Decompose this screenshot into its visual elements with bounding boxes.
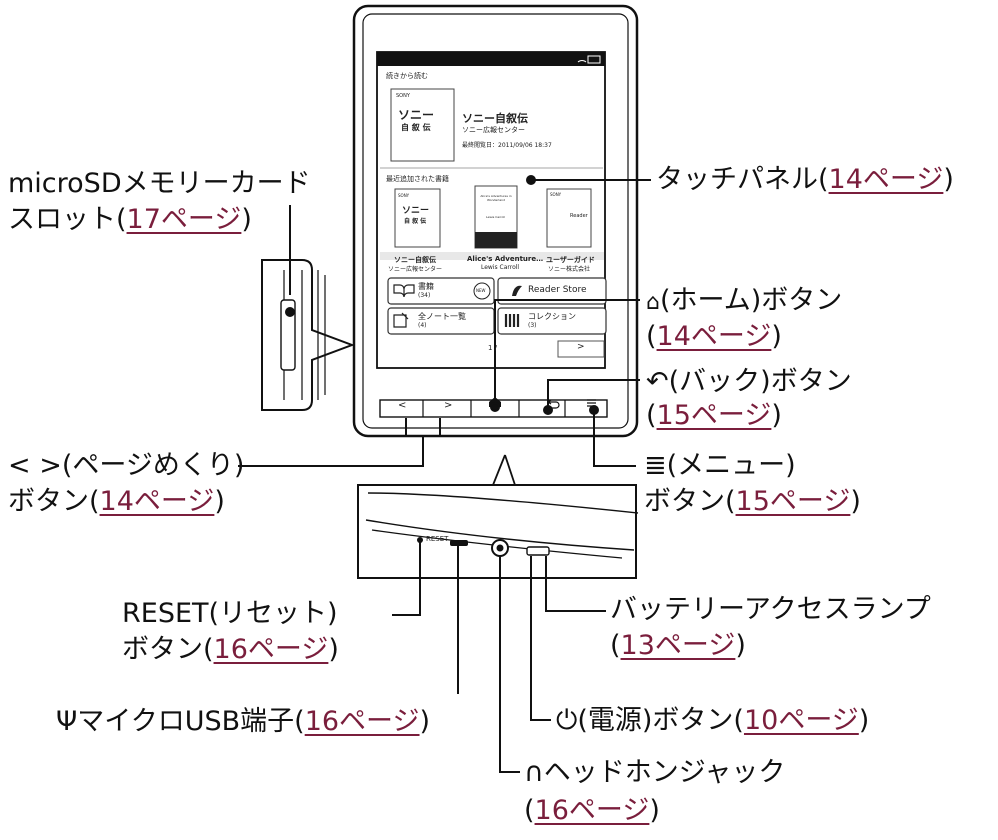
power-slider xyxy=(526,546,550,556)
callout-reset-line2: ボタン(16ページ) xyxy=(122,634,339,665)
cover-title: ソニー xyxy=(398,108,435,122)
callout-menu-line1: ≣(メニュー) xyxy=(644,450,796,481)
section-continue-label: 続きから読む xyxy=(386,72,428,80)
sd-page-link[interactable]: 17ページ xyxy=(126,204,242,235)
back-callout-icon: ↶ xyxy=(646,366,669,397)
section-recent-label: 最近追加された書籍 xyxy=(386,175,449,183)
status-bar xyxy=(377,52,605,66)
tile-collection xyxy=(497,307,607,335)
recent-author-2: Lewis Carroll xyxy=(481,264,520,271)
usb-page-link[interactable]: 16ページ xyxy=(304,706,420,737)
home-page-link[interactable]: 14ページ xyxy=(656,321,772,352)
collection-icon xyxy=(504,314,520,327)
menu-page-link[interactable]: 15ページ xyxy=(735,486,851,517)
recent-cover-1-line1: ソニー xyxy=(402,206,430,216)
tile-collection-label[interactable]: コレクション xyxy=(528,312,576,321)
callout-menu-line2: ボタン(15ページ) xyxy=(644,486,861,517)
next-page-arrow[interactable]: > xyxy=(577,342,585,352)
battery-icon xyxy=(587,55,601,64)
prev-page-button[interactable]: < xyxy=(398,400,407,411)
callout-page-line2: ボタン(14ページ) xyxy=(8,486,225,517)
usb-port xyxy=(450,540,468,546)
callout-back-line2: (15ページ) xyxy=(646,400,782,431)
next-page-button xyxy=(557,340,605,358)
continue-book-title[interactable]: ソニー自叙伝 xyxy=(462,112,528,125)
callout-headphone-line2: (16ページ) xyxy=(524,795,660,826)
tile-books-count: (34) xyxy=(418,292,431,299)
recent-title-3[interactable]: ユーザーガイド xyxy=(546,256,595,264)
callout-home-line1: ⌂(ホーム)ボタン xyxy=(646,285,843,316)
recent-cover-1 xyxy=(394,188,441,248)
tile-store xyxy=(497,277,607,305)
reset-engraving: RESET xyxy=(426,535,449,543)
headphone-icon: ∩ xyxy=(524,757,544,788)
continue-book-cover xyxy=(390,88,455,162)
tile-books-label: 書籍 xyxy=(418,282,434,291)
recent-cover-2-line2: Lewis Carroll xyxy=(486,215,506,219)
device-bezel xyxy=(362,13,629,429)
callout-battery-line2: (13ページ) xyxy=(610,630,746,661)
menu-callout-icon: ≣ xyxy=(644,450,667,481)
cover-subtitle: 自 叙 伝 xyxy=(401,123,431,132)
tile-notes-count: (4) xyxy=(418,322,427,329)
sd-slot xyxy=(280,299,296,371)
next-page-hw-button[interactable]: > xyxy=(444,400,453,411)
continue-book-author: ソニー広報センター xyxy=(462,126,525,134)
page-turn-link[interactable]: 14ページ xyxy=(99,486,215,517)
callout-page-line1: < >(ページめくり) xyxy=(8,450,245,481)
new-badge xyxy=(473,282,491,300)
callout-back-line1: ↶(バック)ボタン xyxy=(646,366,852,397)
notes-icon xyxy=(393,312,409,328)
recent-cover-2-line1: Alice's Adventures in Wonderland xyxy=(480,194,512,202)
callout-power: ⏻(電源)ボタン(10ページ) xyxy=(556,705,870,736)
usb-icon: Ψ xyxy=(56,706,78,737)
bottom-view-frame xyxy=(357,484,637,579)
power-icon: ⏻ xyxy=(556,705,578,736)
callout-sd-line2: スロット(17ページ) xyxy=(8,204,252,235)
sd-zoom-callout xyxy=(261,259,355,411)
reset-hole xyxy=(417,537,423,543)
callout-battery-line1: バッテリーアクセスランプ xyxy=(610,594,931,625)
tile-store-label[interactable]: Reader Store xyxy=(528,285,587,295)
cover-brand: SONY xyxy=(396,93,410,99)
callout-home-line2: (14ページ) xyxy=(646,321,782,352)
callout-reset-line1: RESET(リセット) xyxy=(122,598,338,629)
continue-book-last-read: 最終閲覧日：2011/09/06 18:37 xyxy=(462,142,552,149)
recent-cover-1-line2: 自 叙 伝 xyxy=(404,218,427,225)
callout-headphone-line1: ∩ヘッドホンジャック xyxy=(524,757,786,788)
battery-page-link[interactable]: 13ページ xyxy=(620,630,736,661)
callout-usb: ΨマイクロUSB端子(16ページ) xyxy=(56,706,431,737)
recent-cover-3-line1: Reader xyxy=(570,213,588,219)
page-indicator: 1 / xyxy=(488,344,498,352)
new-badge-label: NEW xyxy=(476,288,486,293)
recent-title-2[interactable]: Alice's Adventure… xyxy=(467,255,544,263)
recent-cover-3-brand: SONY xyxy=(550,192,562,197)
book-icon xyxy=(393,284,415,298)
recent-title-1[interactable]: ソニー自叙伝 xyxy=(394,256,436,264)
reset-page-link[interactable]: 16ページ xyxy=(213,634,329,665)
home-callout-icon: ⌂ xyxy=(646,290,660,315)
back-page-link[interactable]: 15ページ xyxy=(656,400,772,431)
recent-author-1: ソニー広報センター xyxy=(388,266,443,273)
callout-sd-line1: microSDメモリーカード xyxy=(8,168,311,199)
power-page-link[interactable]: 10ページ xyxy=(743,705,859,736)
recent-cover-3 xyxy=(546,188,592,248)
recent-author-3: ソニー株式会社 xyxy=(548,266,591,273)
callout-touch: タッチパネル(14ページ) xyxy=(656,164,954,195)
headphone-page-link[interactable]: 16ページ xyxy=(534,795,650,826)
store-leaf-icon xyxy=(512,285,522,296)
recent-cover-1-brand: SONY xyxy=(398,193,410,198)
tile-notes-label[interactable]: 全ノート一覧 xyxy=(418,312,466,321)
touch-page-link[interactable]: 14ページ xyxy=(828,164,944,195)
tile-collection-count: (3) xyxy=(528,322,537,329)
